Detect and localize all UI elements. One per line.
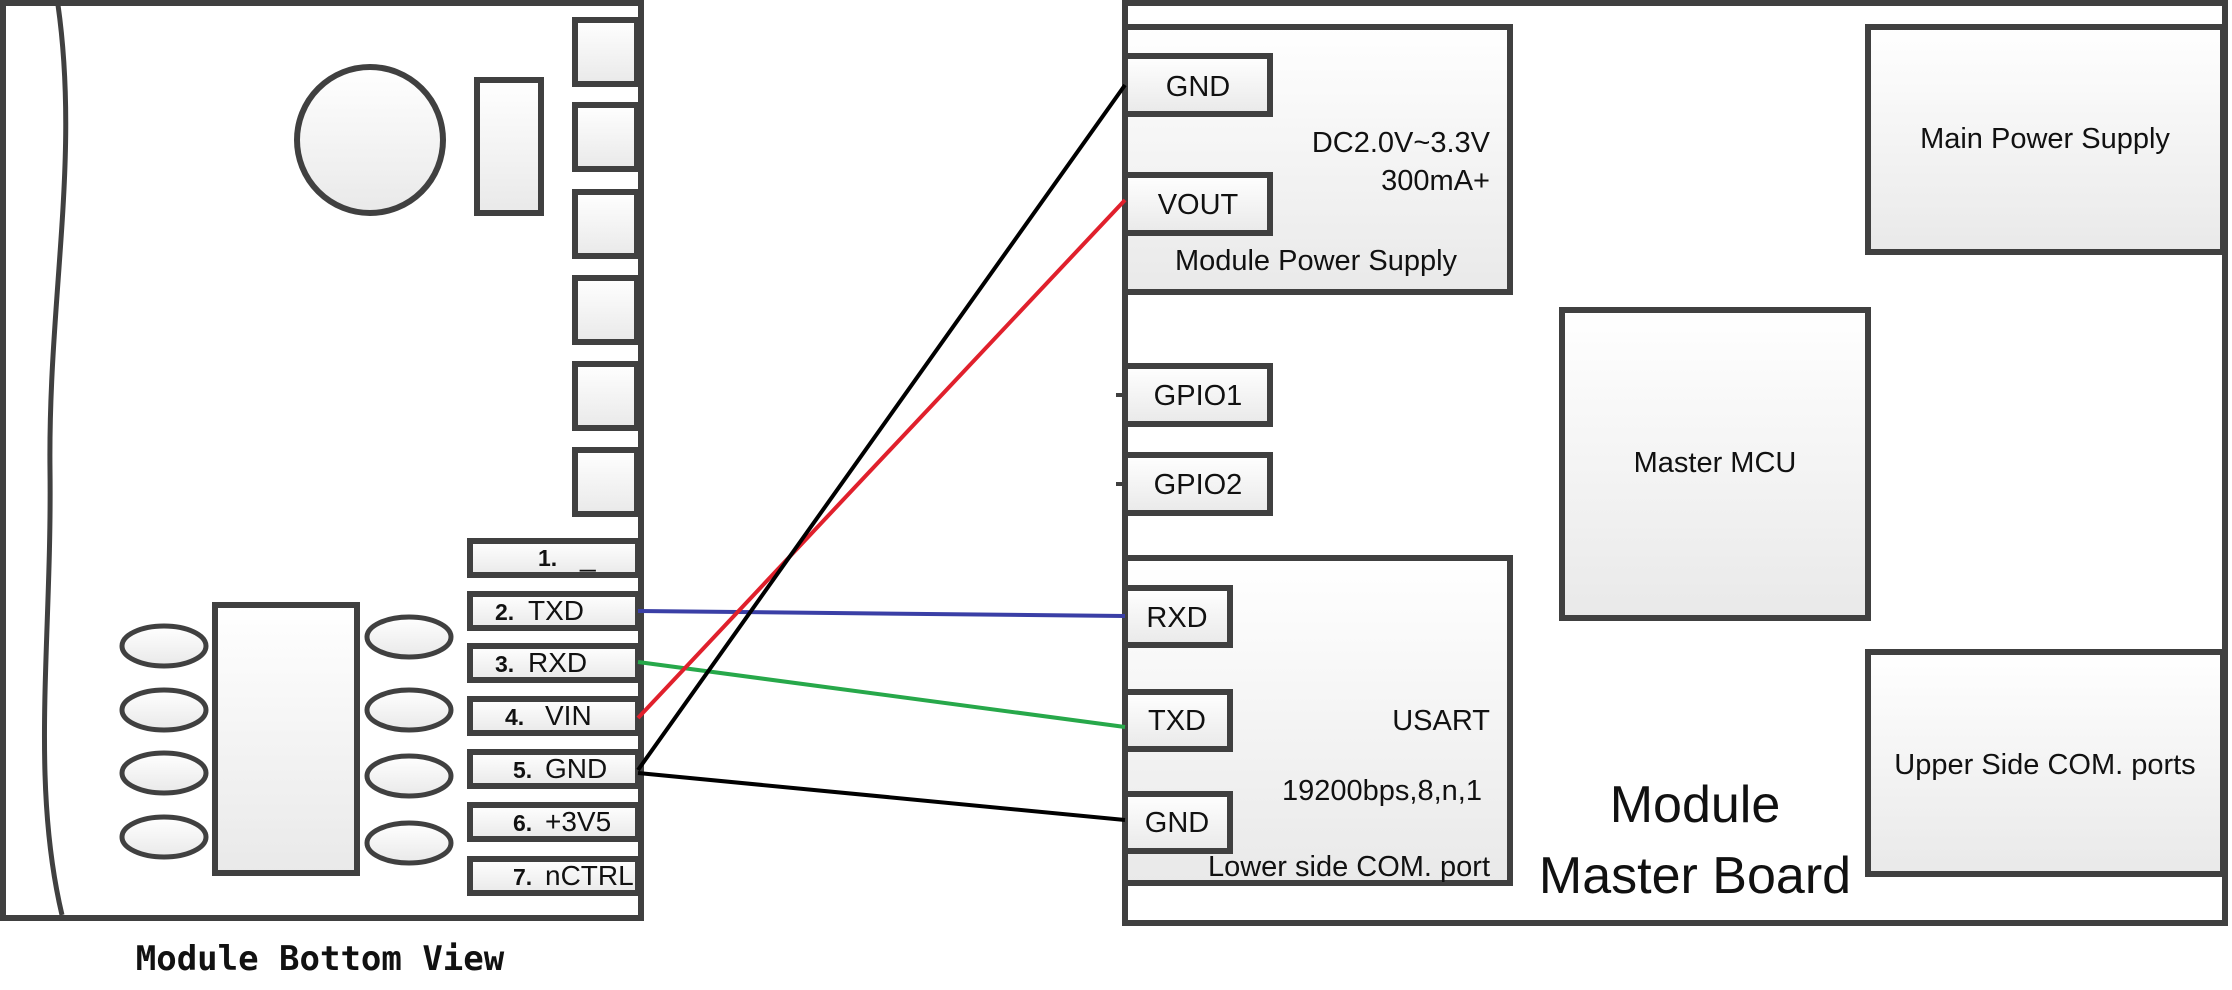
com-gnd-label: GND: [1145, 807, 1209, 839]
pin-header: 1. _ 2. TXD 3. RXD 4. VIN 5. GND: [467, 538, 641, 896]
gpio2-pin: [1122, 452, 1273, 516]
com-gnd-pin: [1122, 791, 1233, 854]
edge-pad: [572, 189, 640, 259]
ic-pad: [364, 614, 454, 660]
ic-chip: [212, 602, 360, 876]
pin-name: +3V5: [545, 806, 611, 837]
upper-com-box: [1865, 649, 2226, 877]
com-port-label: Lower side COM. port: [1208, 851, 1490, 883]
ic-pad: [364, 753, 454, 799]
power-gnd-label: GND: [1166, 71, 1230, 103]
power-spec-voltage: DC2.0V~3.3V: [1312, 127, 1491, 159]
power-spec-current: 300mA+: [1381, 165, 1490, 197]
power-supply-label: Module Power Supply: [1175, 245, 1458, 277]
mcu-label: Master MCU: [1634, 447, 1797, 479]
ic-pad: [364, 687, 454, 733]
master-title-line1: Module: [1610, 776, 1781, 834]
com-rxd-label: RXD: [1146, 602, 1207, 634]
pin-2-txd: 2. TXD: [467, 591, 641, 631]
pin-number: 5.: [513, 757, 532, 783]
pin-3-rxd: 3. RXD: [467, 643, 641, 683]
pin-name: TXD: [528, 595, 584, 626]
pin-number: 7.: [513, 864, 532, 890]
module-title: Module Bottom View: [136, 939, 505, 979]
edge-pad: [572, 361, 640, 431]
pin-1: 1. _: [467, 538, 641, 578]
edge-pad: [572, 17, 640, 87]
pin-number: 6.: [513, 810, 532, 836]
round-component: [294, 64, 446, 216]
com-txd-label: TXD: [1148, 705, 1206, 737]
com-protocol: USART: [1392, 705, 1490, 737]
wire-vin-to-vout: [636, 198, 1127, 720]
mcu-box: [1559, 307, 1871, 621]
wire-txd-to-rxd: [637, 609, 1126, 618]
pin-name: _: [579, 541, 596, 572]
pin-number: 4.: [505, 704, 524, 730]
ic-pad: [119, 623, 209, 669]
wire-gnd-to-com-gnd: [637, 771, 1126, 822]
module-board: 1. _ 2. TXD 3. RXD 4. VIN 5. GND: [0, 0, 644, 979]
rect-component: [474, 77, 544, 216]
com-port-block: USART 19200bps,8,n,1 Lower side COM. por…: [1122, 555, 1513, 886]
power-vout-label: VOUT: [1158, 189, 1239, 221]
edge-pad: [572, 102, 640, 172]
pin-name: nCTRL: [545, 860, 634, 891]
edge-pad: [572, 275, 640, 345]
gpio1-label: GPIO1: [1154, 380, 1243, 412]
ic-pad: [119, 687, 209, 733]
pin-4-vin: 4. VIN: [467, 696, 641, 736]
pin-5-gnd: 5. GND: [467, 749, 641, 789]
main-power-box: [1865, 24, 2226, 255]
com-txd-pin: [1122, 689, 1233, 752]
com-settings: 19200bps,8,n,1: [1282, 775, 1482, 807]
pin-number: 3.: [495, 651, 514, 677]
gpio-pins: GPIO1 GPIO2: [1116, 363, 1273, 516]
wire-rxd-to-txd: [637, 660, 1126, 729]
main-power-label: Main Power Supply: [1920, 123, 2170, 155]
upper-com-label: Upper Side COM. ports: [1894, 749, 2195, 781]
ic-pad: [119, 814, 209, 860]
pin-name: RXD: [528, 647, 587, 678]
wire-gnd-to-power-gnd: [636, 83, 1127, 772]
pin-name: VIN: [545, 700, 592, 731]
wires: [636, 83, 1127, 822]
module-edge-curve: [41, 4, 69, 916]
master-board: DC2.0V~3.3V 300mA+ Module Power Supply G…: [1116, 0, 2228, 926]
pin-6: 6. +3V5: [467, 802, 641, 842]
pin-name: GND: [545, 753, 607, 784]
ic-pad: [364, 820, 454, 866]
gpio2-label: GPIO2: [1154, 469, 1243, 501]
com-rxd-pin: [1122, 585, 1233, 648]
master-title-line2: Master Board: [1539, 847, 1851, 905]
ic-pad: [119, 750, 209, 796]
pin-number: 1.: [538, 545, 557, 571]
pin-number: 2.: [495, 599, 514, 625]
pin-7: 7. nCTRL: [467, 856, 641, 896]
power-vout-pin: [1122, 172, 1273, 236]
edge-pad: [572, 447, 640, 517]
power-supply-block: DC2.0V~3.3V 300mA+ Module Power Supply G…: [1122, 24, 1513, 295]
